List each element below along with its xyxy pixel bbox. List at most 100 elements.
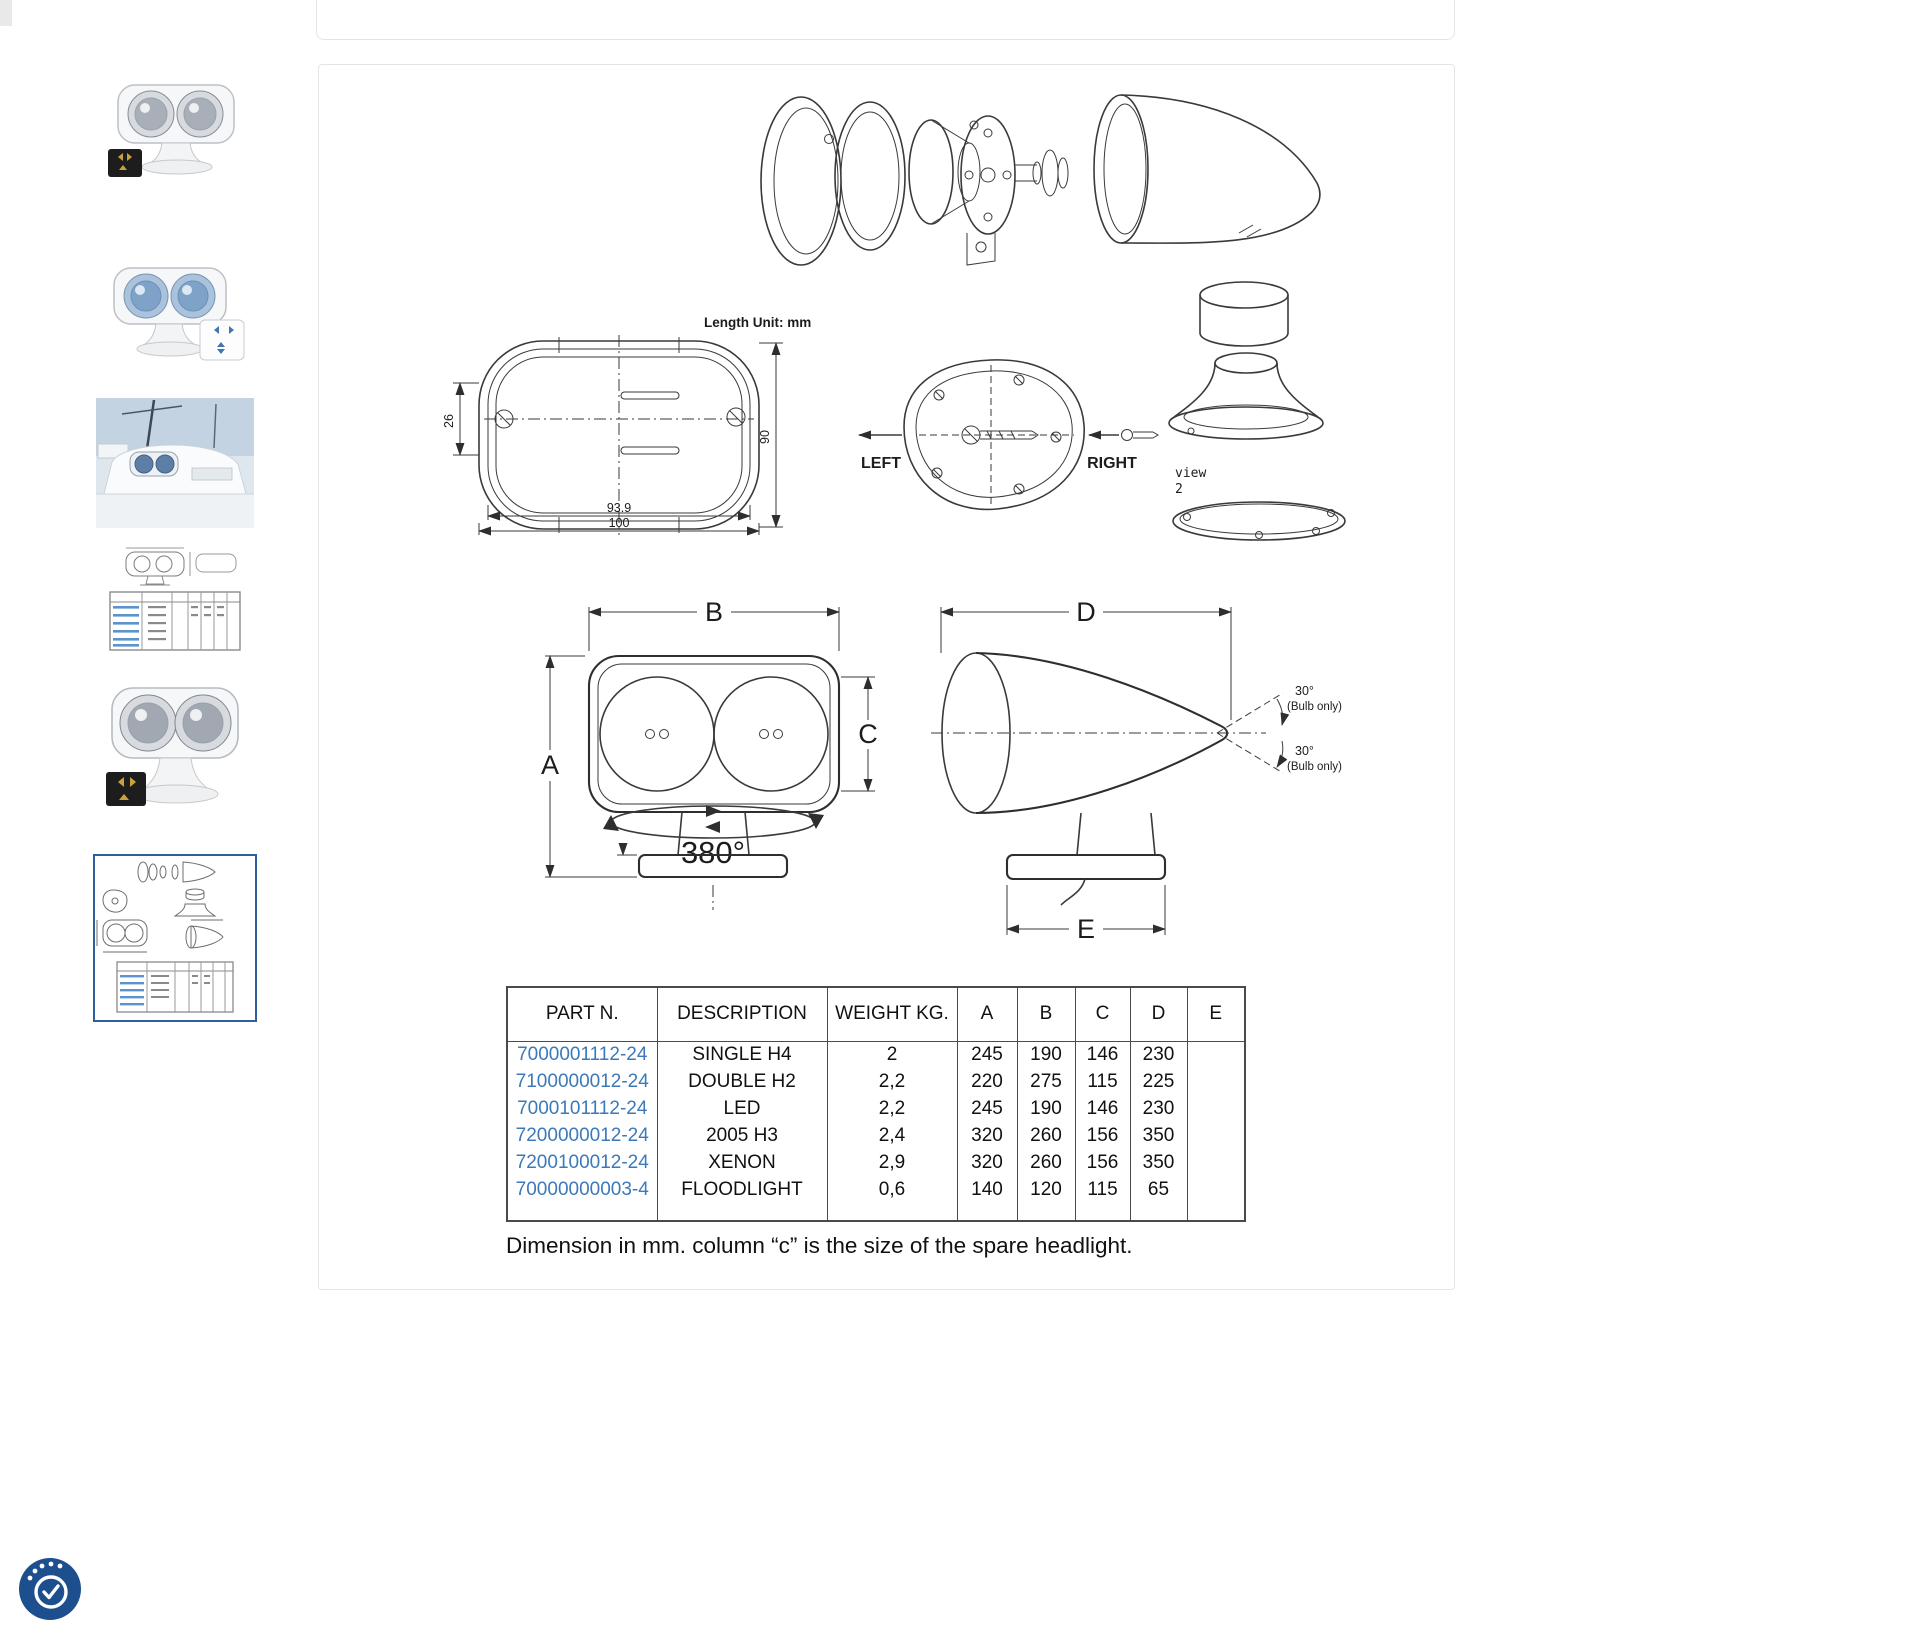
spotlight-blue-photo-image <box>96 258 254 368</box>
dim-c: 146 <box>1074 1095 1130 1122</box>
dim-a: 140 <box>956 1176 1017 1203</box>
right-label: RIGHT <box>1087 455 1137 472</box>
trust-badge-button[interactable] <box>17 1556 83 1622</box>
dim-d: 230 <box>1129 1095 1187 1122</box>
part-description: FLOODLIGHT <box>656 1176 827 1203</box>
dim-26-label: 26 <box>442 414 456 428</box>
dim-b: 190 <box>1016 1095 1075 1122</box>
product-diagram-image[interactable]: view 2 Length Unit: mm <box>318 64 1455 1290</box>
table-row: 7200000012-24 2005 H3 2,4 320 260 156 35… <box>507 1122 1245 1149</box>
col-header-description: DESCRIPTION <box>656 987 827 1042</box>
part-number: 70000000003-4 <box>515 1178 649 1200</box>
table-row: 7000001112-24 SINGLE H4 2 245 190 146 23… <box>507 1041 1245 1068</box>
dim-letter-c: C <box>858 719 878 749</box>
col-header-e: E <box>1186 987 1245 1042</box>
part-number: 7200000012-24 <box>515 1124 649 1146</box>
dim-e <box>1186 1068 1245 1095</box>
rotation-label: 380° <box>681 835 745 870</box>
col-header-c: C <box>1074 987 1130 1042</box>
dim-d: 350 <box>1129 1122 1187 1149</box>
dimensions-drawing-image <box>96 544 254 658</box>
part-weight: 2,4 <box>826 1122 957 1149</box>
side-dimension-drawing: D 30° (Bulb only) 30° (Bulb only) <box>931 597 1342 944</box>
col-header-d: D <box>1129 987 1187 1042</box>
dim-e <box>1186 1149 1245 1176</box>
dim-e <box>1186 1095 1245 1122</box>
dim-letter-b: B <box>705 597 723 627</box>
dim-c: 156 <box>1074 1149 1130 1176</box>
dim-letter-a: A <box>541 750 559 780</box>
dim-letter-d: D <box>1076 597 1096 627</box>
dim-90-label: 90 <box>758 430 772 444</box>
side-parts-drawing: view 2 <box>1168 281 1346 541</box>
dim-d: 350 <box>1129 1149 1187 1176</box>
spotlight-photo-image <box>96 73 254 185</box>
dim-d: 65 <box>1129 1176 1187 1203</box>
dim-letter-e: E <box>1077 914 1095 944</box>
previous-section-card <box>316 0 1455 40</box>
left-label: LEFT <box>861 455 901 472</box>
dim-c: 156 <box>1074 1122 1130 1149</box>
table-caption: Dimension in mm. column “c” is the size … <box>506 1233 1133 1258</box>
bulb-note-bottom: (Bulb only) <box>1287 761 1342 773</box>
parts-table: PART N. DESCRIPTION WEIGHT KG. A B C D E… <box>506 986 1246 1222</box>
part-description: LED <box>656 1095 827 1122</box>
dim-a: 245 <box>956 1095 1017 1122</box>
dim-b: 190 <box>1016 1041 1075 1068</box>
thumbnail-spotlight-photo[interactable] <box>96 73 254 185</box>
dim-100-label: 100 <box>609 516 630 530</box>
dim-a: 220 <box>956 1068 1017 1095</box>
bulb-angle-top: 30° <box>1295 684 1314 698</box>
length-unit-label: Length Unit: mm <box>704 315 811 330</box>
bulb-note-top: (Bulb only) <box>1287 701 1342 713</box>
part-number: 7200100012-24 <box>515 1151 649 1173</box>
exploded-drawing-image <box>95 856 255 1020</box>
dim-b: 260 <box>1016 1122 1075 1149</box>
part-weight: 2,2 <box>826 1095 957 1122</box>
part-number: 7100000012-24 <box>515 1070 649 1092</box>
table-row: 7100000012-24 DOUBLE H2 2,2 220 275 115 … <box>507 1068 1245 1095</box>
table-spacer-row <box>507 1203 1245 1221</box>
thumbnail-spotlight-blue-photo[interactable] <box>96 258 254 368</box>
dim-b: 120 <box>1016 1176 1075 1203</box>
part-weight: 2 <box>826 1041 957 1068</box>
thumbnail-boat-photo[interactable] <box>96 398 254 528</box>
dim-e <box>1186 1176 1245 1203</box>
dim-a: 320 <box>956 1149 1017 1176</box>
spotlight-photo-2-image <box>96 672 254 830</box>
table-row: 7200100012-24 XENON 2,9 320 260 156 350 <box>507 1149 1245 1176</box>
table-header-row: PART N. DESCRIPTION WEIGHT KG. A B C D E <box>507 987 1245 1042</box>
gasket-dimension-drawing: Length Unit: mm 26 <box>442 315 811 536</box>
thumbnail-spotlight-photo-2[interactable] <box>96 672 254 830</box>
bulb-angle-bottom: 30° <box>1295 744 1314 758</box>
thumbnail-exploded-drawing-selected[interactable] <box>93 854 257 1022</box>
part-description: SINGLE H4 <box>656 1041 827 1068</box>
dim-a: 245 <box>956 1041 1017 1068</box>
dim-d: 225 <box>1129 1068 1187 1095</box>
dim-c: 115 <box>1074 1068 1130 1095</box>
col-header-a: A <box>956 987 1017 1042</box>
dim-93-9-label: 93.9 <box>607 501 631 515</box>
thumbnail-dimensions-drawing[interactable] <box>96 544 254 658</box>
dim-e <box>1186 1041 1245 1068</box>
view-number: 2 <box>1175 482 1183 497</box>
table-row: 7000101112-24 LED 2,2 245 190 146 230 <box>507 1095 1245 1122</box>
dim-a: 320 <box>956 1122 1017 1149</box>
trust-badge-icon <box>19 1558 81 1620</box>
dim-b: 260 <box>1016 1149 1075 1176</box>
col-header-part: PART N. <box>507 987 657 1042</box>
front-dimension-drawing: B A C <box>541 597 878 910</box>
dim-c: 115 <box>1074 1176 1130 1203</box>
rear-view-drawing: LEFT RIGHT <box>858 359 1159 511</box>
part-description: 2005 H3 <box>656 1122 827 1149</box>
col-header-b: B <box>1016 987 1075 1042</box>
part-description: DOUBLE H2 <box>656 1068 827 1095</box>
boat-photo-image <box>96 398 254 528</box>
page-edge-artifact <box>0 0 12 26</box>
part-number: 7000101112-24 <box>517 1097 648 1119</box>
dim-e <box>1186 1122 1245 1149</box>
dim-b: 275 <box>1016 1068 1075 1095</box>
table-row: 70000000003-4 FLOODLIGHT 0,6 140 120 115… <box>507 1176 1245 1203</box>
dim-d: 230 <box>1129 1041 1187 1068</box>
